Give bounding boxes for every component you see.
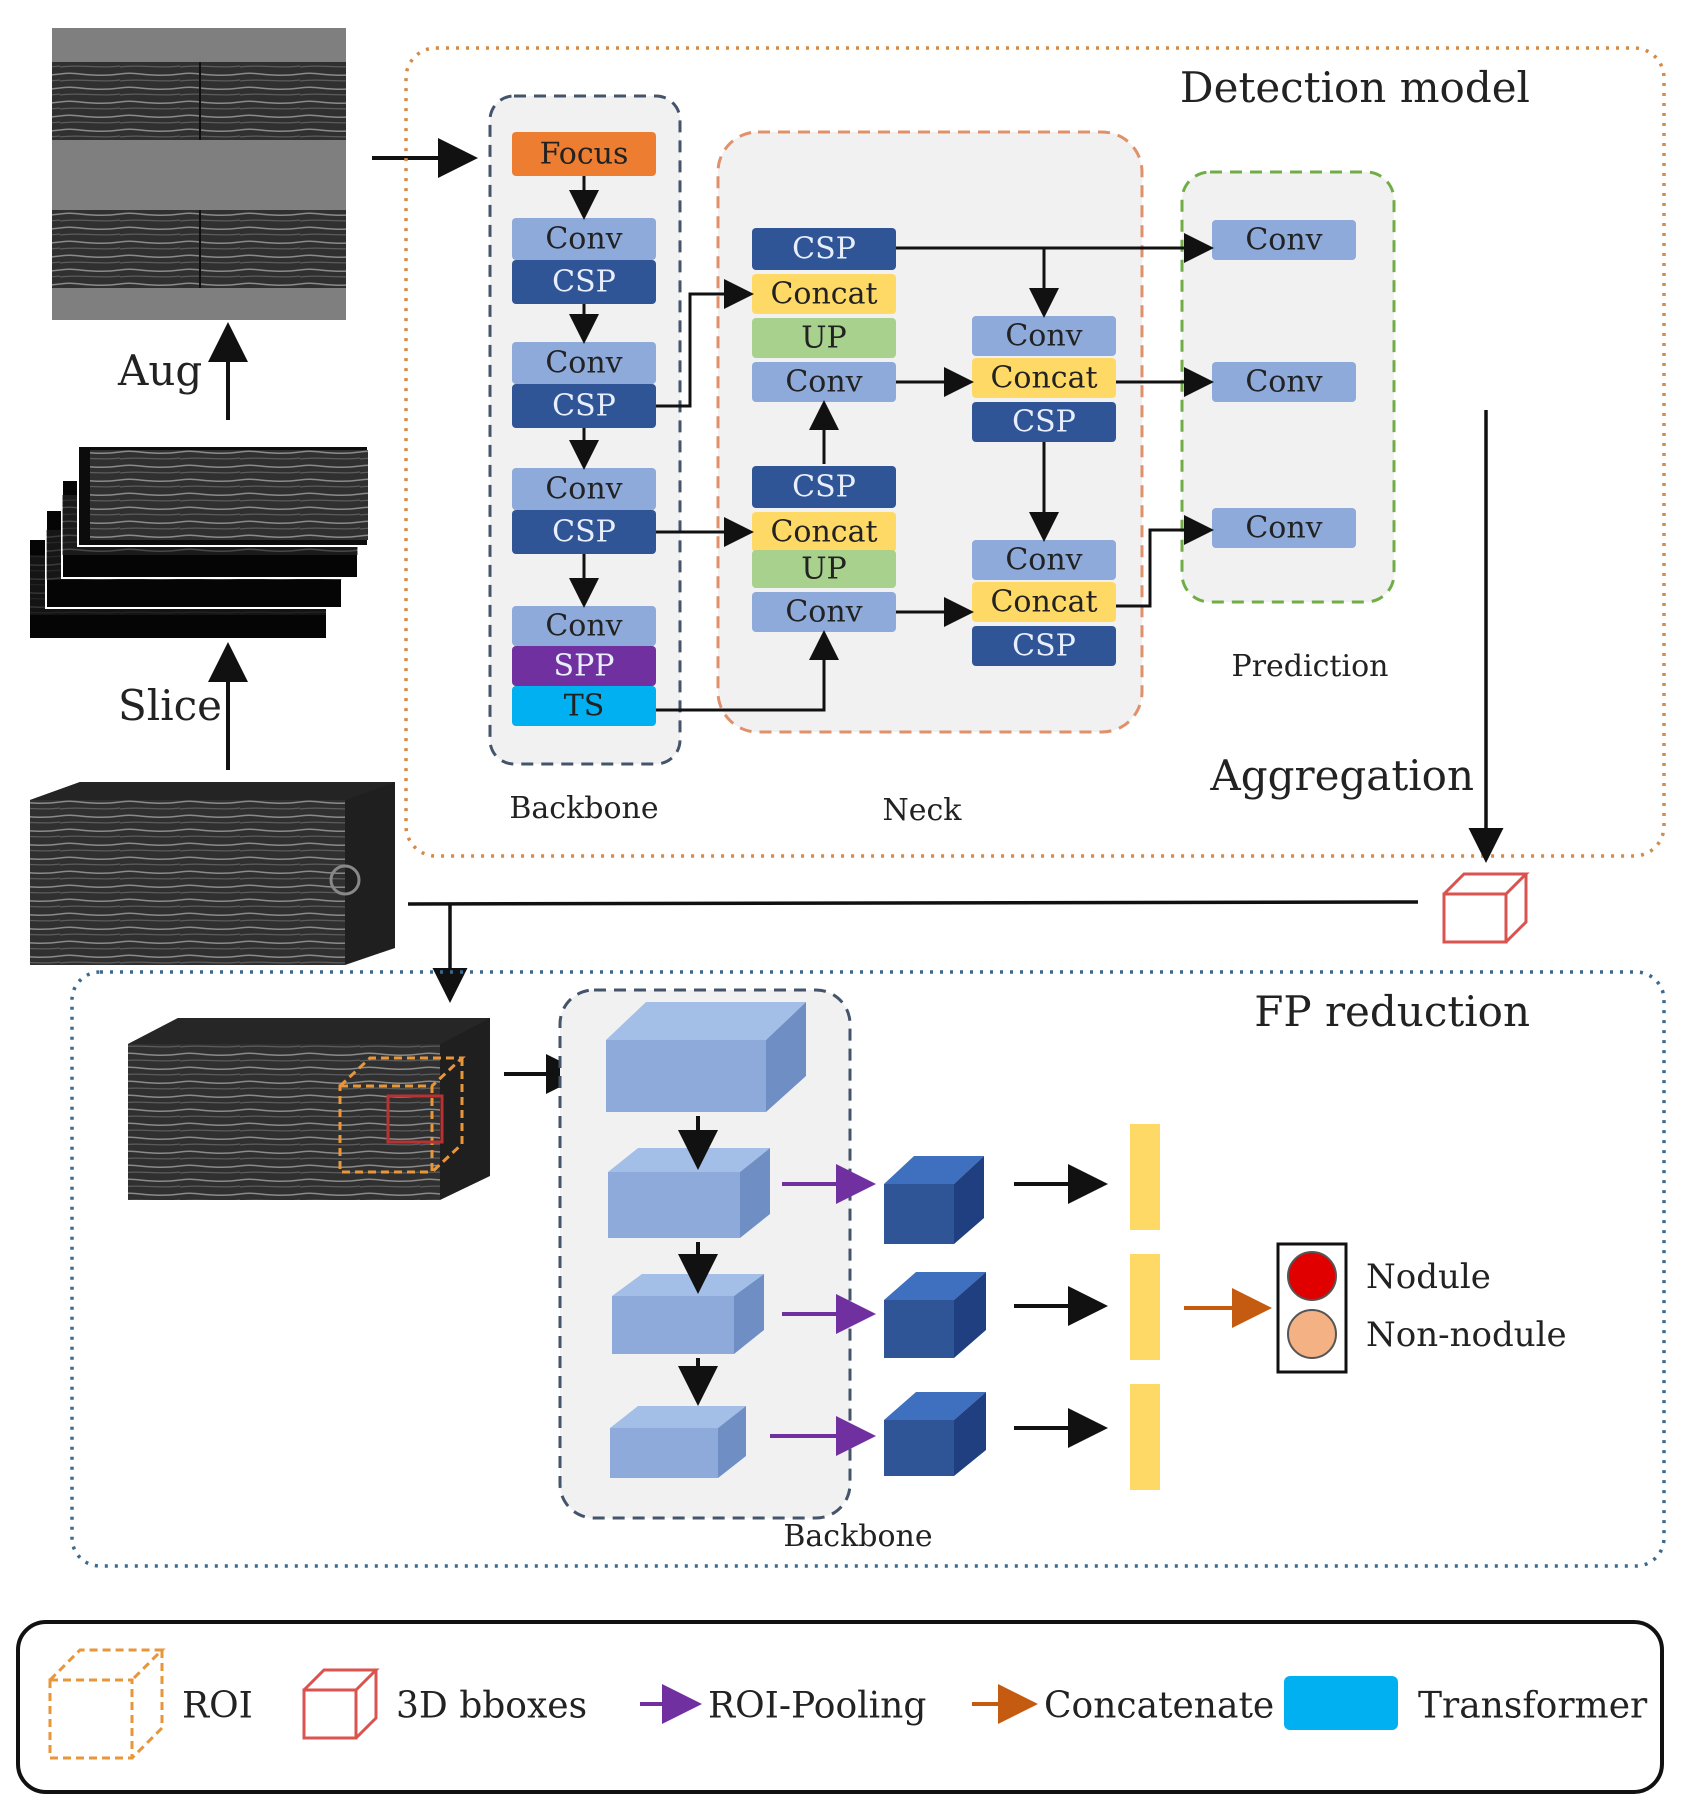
nodule-circle: [1287, 1251, 1337, 1301]
block-label: SPP: [554, 649, 615, 684]
feature-vector: [1130, 1384, 1160, 1490]
neck-up-block: UP: [752, 550, 896, 588]
nodule-label: Nodule: [1366, 1257, 1491, 1297]
aug-label: Aug: [117, 346, 202, 395]
feature-cube: [610, 1406, 746, 1478]
fp-reduction-title: FP reduction: [1254, 987, 1530, 1036]
neck-csp-block: CSP: [752, 466, 896, 508]
neck-up-block: UP: [752, 318, 896, 358]
block-label: CSP: [1012, 629, 1076, 664]
augmented-images: [52, 28, 346, 320]
fp-backbone-label: Backbone: [783, 1519, 932, 1554]
block-label: Concat: [770, 515, 877, 550]
aggregation-return: [407, 900, 1419, 1003]
block-label: CSP: [552, 265, 616, 300]
pooled-cube: [884, 1392, 986, 1476]
neck-concat-block: Concat: [972, 358, 1116, 398]
neck-csp-block: CSP: [972, 402, 1116, 442]
roi-pooling-arrows: [770, 1164, 876, 1456]
pooled-cube: [884, 1156, 984, 1244]
detection-connectors: [656, 233, 1214, 712]
block-label: CSP: [552, 389, 616, 424]
block-label: Conv: [545, 222, 622, 257]
block-label: CSP: [792, 470, 856, 505]
backbone-conv-block: Conv: [512, 342, 656, 384]
neck-conv-block: Conv: [752, 362, 896, 402]
slice-stack: [30, 445, 369, 638]
feature-cube: [608, 1148, 770, 1238]
backbone-conv-block: Conv: [512, 606, 656, 646]
neck-conv-block: Conv: [752, 592, 896, 632]
backbone-focus-block: Focus: [512, 132, 656, 176]
prediction-conv-block: Conv: [1212, 362, 1356, 402]
backbone-label: Backbone: [509, 791, 658, 826]
legend-roi-pooling-label: ROI-Pooling: [708, 1686, 926, 1727]
neck-concat-block: Concat: [752, 274, 896, 314]
feature-cube: [612, 1274, 764, 1354]
classifier-output: [1276, 1242, 1348, 1374]
feature-arrows: [1014, 1164, 1108, 1448]
block-label: CSP: [552, 515, 616, 550]
legend-bbox-label: 3D bboxes: [396, 1686, 587, 1727]
legend-roi-label: ROI: [182, 1686, 253, 1727]
neck-csp-block: CSP: [972, 626, 1116, 666]
backbone-csp-block: CSP: [512, 384, 656, 428]
neck-csp-block: CSP: [752, 228, 896, 270]
block-label: Conv: [1245, 223, 1322, 258]
neck-concat-block: Concat: [752, 512, 896, 552]
legend-transformer-swatch: [1284, 1676, 1398, 1730]
block-label: Conv: [545, 346, 622, 381]
block-label: Conv: [1245, 511, 1322, 546]
legend-frame: [16, 1620, 1664, 1794]
backbone-csp-block: CSP: [512, 510, 656, 554]
backbone-spp-block: SPP: [512, 646, 656, 686]
backbone-csp-block: CSP: [512, 260, 656, 304]
neck-label: Neck: [883, 793, 963, 828]
neck-concat-block: Concat: [972, 582, 1116, 622]
legend-roi-icon: [48, 1648, 166, 1760]
roi-volume: [128, 1018, 490, 1200]
backbone-transformer-block: TS: [512, 686, 656, 726]
slice-label: Slice: [118, 681, 222, 730]
block-label: Conv: [1245, 365, 1322, 400]
block-label: Concat: [990, 585, 1097, 620]
aggregation-label: Aggregation: [1209, 751, 1474, 800]
block-label: Conv: [545, 472, 622, 507]
non-nodule-label: Non-nodule: [1366, 1315, 1567, 1355]
neck-conv-block: Conv: [972, 540, 1116, 580]
feature-cube: [606, 1002, 806, 1112]
pooled-cube: [884, 1272, 986, 1358]
block-label: Conv: [1005, 319, 1082, 354]
prediction-conv-block: Conv: [1212, 220, 1356, 260]
backbone-conv-block: Conv: [512, 468, 656, 510]
block-label: Conv: [1005, 543, 1082, 578]
feature-vector: [1130, 1124, 1160, 1230]
legend-concatenate-label: Concatenate: [1044, 1686, 1274, 1727]
detection-model-title: Detection model: [1180, 63, 1530, 112]
block-label: Conv: [785, 365, 862, 400]
legend-transformer-label: Transformer: [1418, 1686, 1648, 1727]
bbox-3d-icon: [1442, 872, 1530, 944]
block-label: UP: [801, 321, 846, 356]
prediction-label: Prediction: [1232, 649, 1389, 684]
block-label: CSP: [792, 232, 856, 267]
feature-vector: [1130, 1254, 1160, 1360]
non-nodule-circle: [1287, 1309, 1337, 1359]
block-label: UP: [801, 552, 846, 587]
volume-3d: [30, 782, 395, 965]
block-label: Concat: [770, 277, 877, 312]
block-label: Conv: [785, 595, 862, 630]
block-label: TS: [564, 689, 605, 724]
block-label: CSP: [1012, 405, 1076, 440]
legend-bbox-icon: [302, 1668, 380, 1740]
backbone-conv-block: Conv: [512, 218, 656, 260]
block-label: Focus: [540, 137, 629, 172]
block-label: Concat: [990, 361, 1097, 396]
neck-conv-block: Conv: [972, 316, 1116, 356]
block-label: Conv: [545, 609, 622, 644]
prediction-conv-block: Conv: [1212, 508, 1356, 548]
fp-reduction-frame: [70, 970, 1666, 1568]
